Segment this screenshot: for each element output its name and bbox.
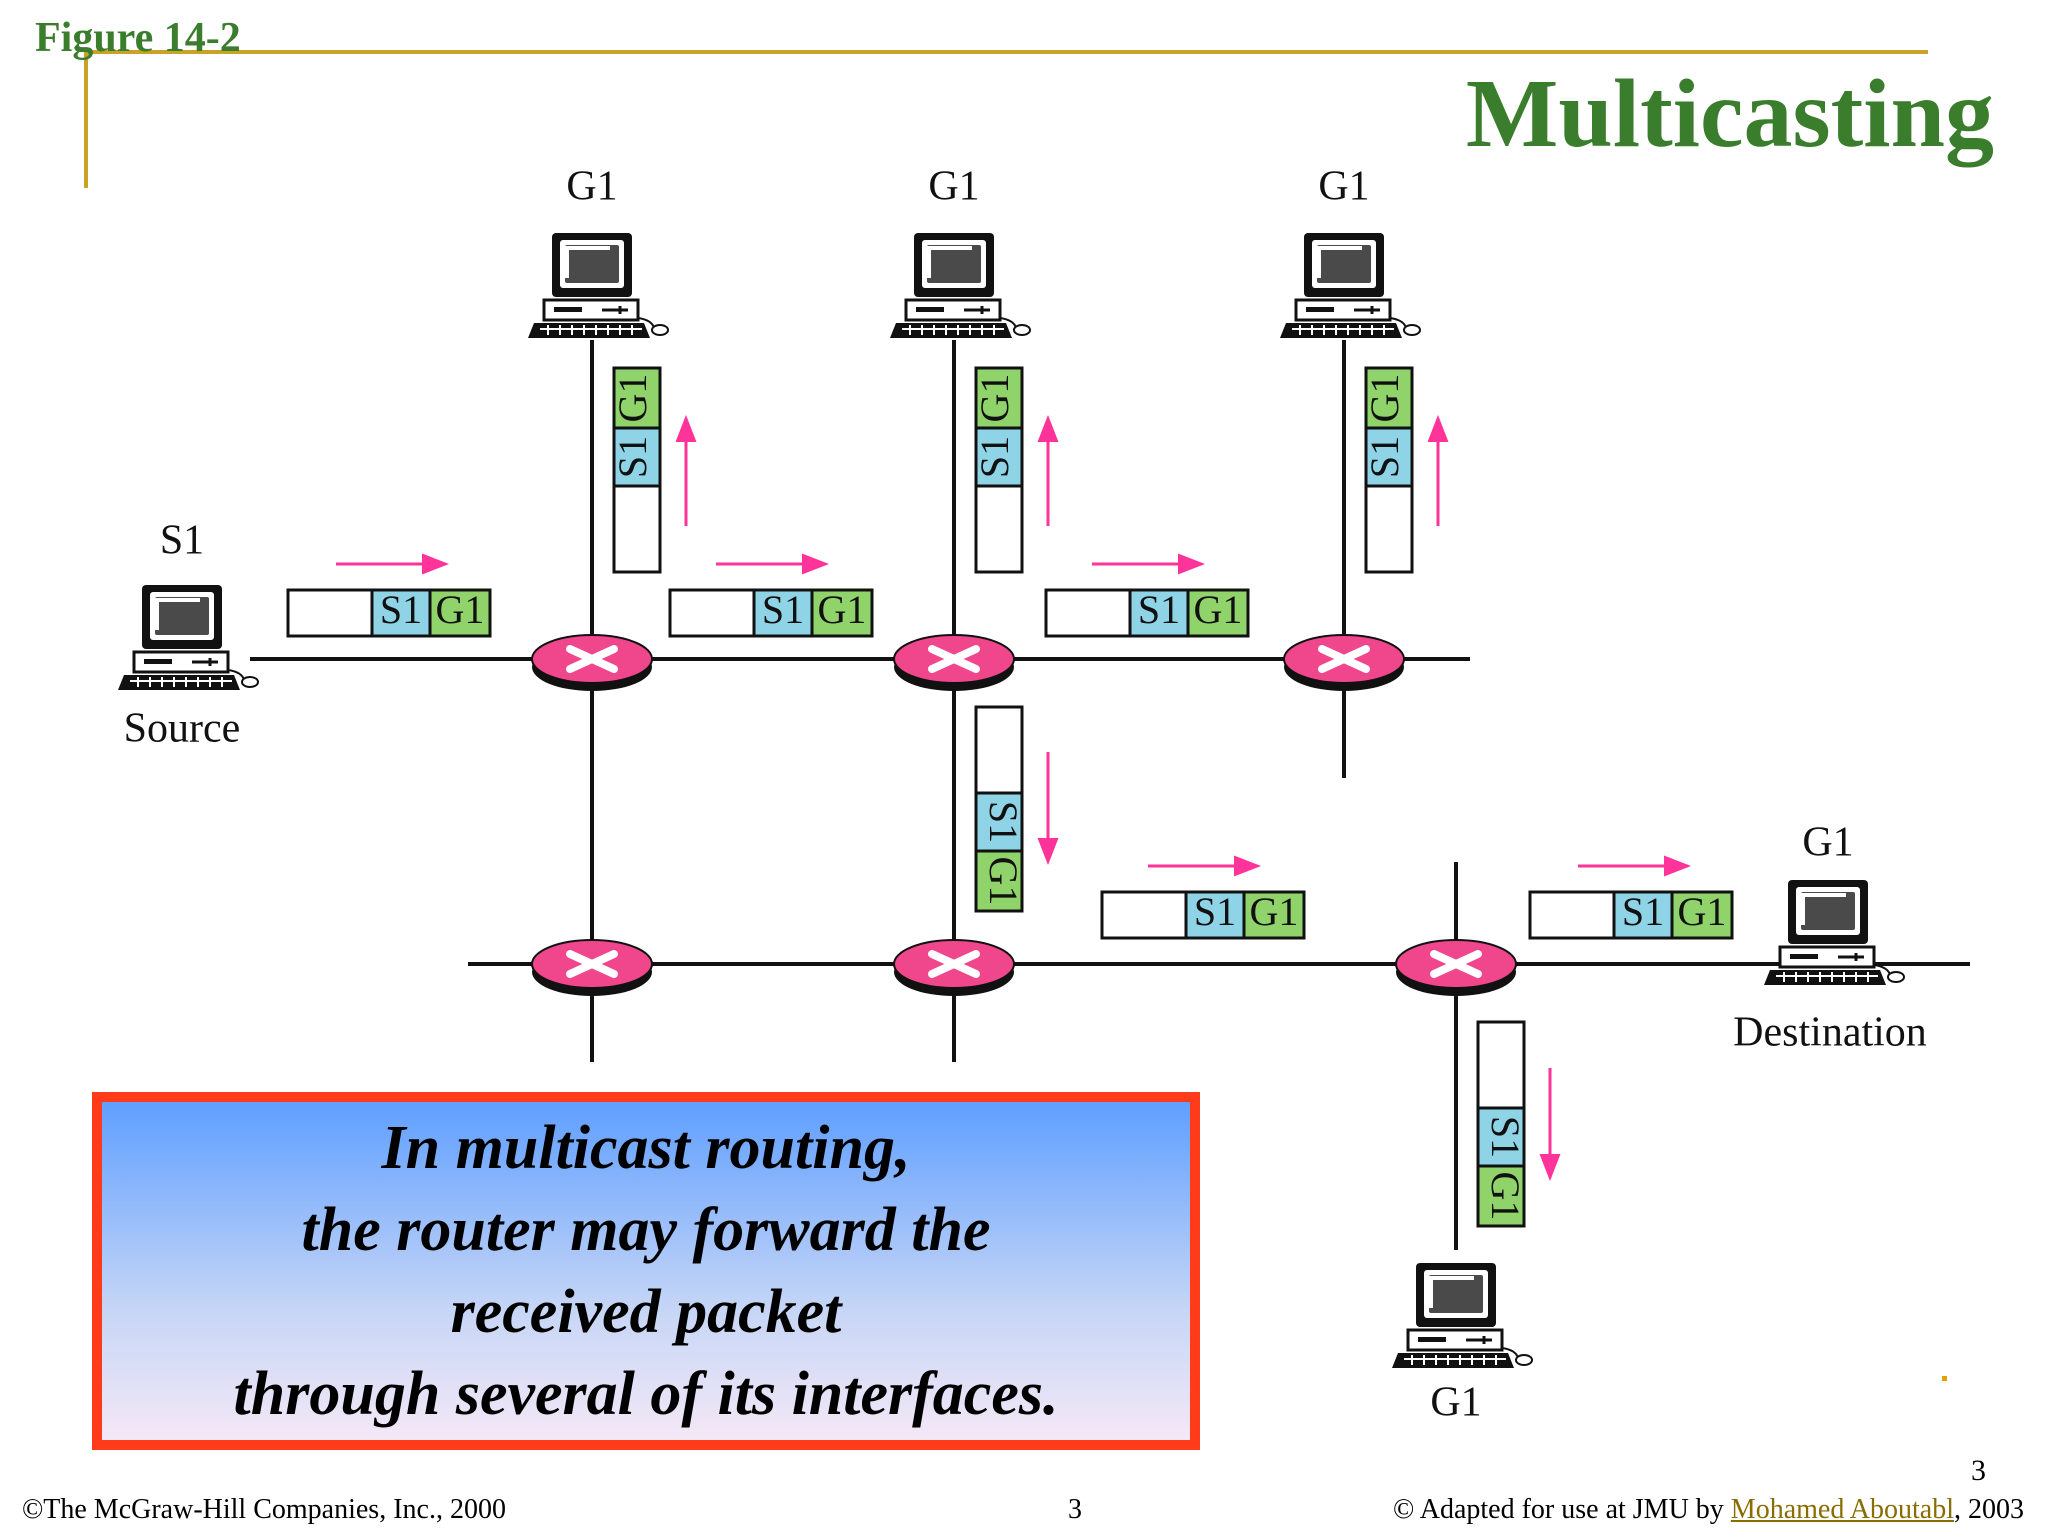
packet-up-1-payload [612, 484, 662, 574]
callout-line-3: received packet [450, 1278, 842, 1346]
packet-source-link-payload [286, 588, 374, 638]
packet-lower-link-payload [1100, 890, 1188, 940]
packet-destination-link-group-label: G1 [1678, 889, 1727, 934]
packet-link-2: S1 G1 [668, 587, 874, 638]
title-rule-horizontal [84, 50, 1928, 54]
packet-down-2-group-label: G1 [1483, 1172, 1528, 1221]
packet-up-1-group-field [612, 366, 662, 430]
packet-down-1-source-label: S1 [981, 801, 1026, 843]
packet-lower-link-group-label: G1 [1250, 889, 1299, 934]
packet-lower-link: S1 G1 [1100, 889, 1306, 940]
footer-copyright: ©The McGraw-Hill Companies, Inc., 2000 [22, 1494, 506, 1525]
packet-down-2-source-label: S1 [1483, 1116, 1528, 1158]
slide-title: Multicasting [1465, 60, 1994, 168]
callout-line-1: In multicast routing, [381, 1114, 911, 1182]
packet-up-2-group-label: G1 [972, 374, 1017, 423]
router-1-icon [532, 635, 652, 691]
packet-link-3-source-label: S1 [1138, 587, 1180, 632]
computer-g1-bottom-icon [1390, 1261, 1534, 1370]
packet-up-1-group-label: G1 [610, 374, 655, 423]
packet-link-2-source-label: S1 [762, 587, 804, 632]
author-link[interactable]: Mohamed Aboutabl [1730, 1494, 1954, 1525]
footer-slide-number: 3 [1068, 1494, 1082, 1525]
packet-up-2-source-label: S1 [972, 436, 1017, 478]
callout-line-2: the router may forward the [301, 1196, 991, 1264]
packet-up-3-group-field [1364, 366, 1414, 430]
packet-source-link: S1 G1 [286, 587, 492, 638]
packet-destination-link-payload [1528, 890, 1616, 940]
packet-link-2-payload [668, 588, 756, 638]
router-2-icon [894, 635, 1014, 691]
router-4-icon [532, 940, 652, 996]
packet-link-3-source-field [1128, 588, 1190, 638]
host-label-g1-b-1: G1 [928, 164, 979, 210]
title-rule-vertical [84, 50, 88, 188]
page-number: 3 [1971, 1454, 1986, 1487]
packet-down-1-payload [974, 705, 1024, 795]
computer-destination-icon [1762, 878, 1906, 987]
computer-g1-a-icon [526, 231, 670, 340]
computer-source-icon [116, 583, 260, 692]
packet-destination-link: S1 G1 [1528, 889, 1734, 940]
figure-label: Figure 14-2 [35, 15, 241, 61]
packet-destination-link-group-field [1670, 890, 1734, 940]
callout-line-4: through several of its interfaces. [233, 1360, 1059, 1428]
footer-attribution-suffix: , 2003 [1954, 1494, 2024, 1525]
callout-box: In multicast routing, the router may for… [92, 1092, 1200, 1450]
packet-down-1-group-label: G1 [981, 857, 1026, 906]
packet-down-2-source-field [1476, 1106, 1526, 1168]
packet-link-3-payload [1044, 588, 1132, 638]
packet-link-2-group-label: G1 [818, 587, 867, 632]
host-label-destination-1: G1 [1802, 820, 1853, 866]
footer-attribution-prefix: © Adapted for use at JMU by [1393, 1494, 1731, 1525]
packet-up-3-payload [1364, 484, 1414, 574]
packet-source-link-source-label: S1 [380, 587, 422, 632]
decorative-dot [1942, 1376, 1947, 1381]
host-label-destination-2: Destination [1733, 1010, 1927, 1056]
host-label-g1-bottom-1: G1 [1430, 1380, 1481, 1426]
packet-up-3-group-label: G1 [1362, 374, 1407, 423]
computer-g1-b-icon [888, 231, 1032, 340]
footer-attribution: © Adapted for use at JMU by Mohamed Abou… [1393, 1494, 2024, 1526]
packet-up-2-source-field [974, 426, 1024, 488]
packet-up-1-source-label: S1 [610, 436, 655, 478]
router-5-icon [894, 940, 1014, 996]
router-3-icon [1284, 635, 1404, 691]
packet-source-link-group-field [428, 588, 492, 638]
packet-link-2-group-field [810, 588, 874, 638]
host-label-g1-a-1: G1 [566, 164, 617, 210]
packet-lower-link-group-field [1242, 890, 1306, 940]
host-label-source-1: S1 [160, 518, 204, 564]
packet-down-1-group-field [974, 849, 1024, 913]
router-6-icon [1396, 940, 1516, 996]
computer-g1-c-icon [1278, 231, 1422, 340]
packet-lower-link-source-label: S1 [1194, 889, 1236, 934]
packet-link-3-group-field [1186, 588, 1250, 638]
packet-destination-link-source-field [1612, 890, 1674, 940]
packet-source-link-group-label: G1 [436, 587, 485, 632]
packet-destination-link-source-label: S1 [1622, 889, 1664, 934]
packet-link-2-source-field [752, 588, 814, 638]
packet-down-2-payload [1476, 1020, 1526, 1110]
packet-link-3: S1 G1 [1044, 587, 1250, 638]
packet-up-2-payload [974, 484, 1024, 574]
packet-up-3-source-field [1364, 426, 1414, 488]
packet-link-3-group-label: G1 [1194, 587, 1243, 632]
host-label-source-2: Source [124, 706, 241, 752]
host-label-g1-c-1: G1 [1318, 164, 1369, 210]
packet-up-3-source-label: S1 [1362, 436, 1407, 478]
packet-down-2-group-field [1476, 1164, 1526, 1228]
packet-up-2-group-field [974, 366, 1024, 430]
